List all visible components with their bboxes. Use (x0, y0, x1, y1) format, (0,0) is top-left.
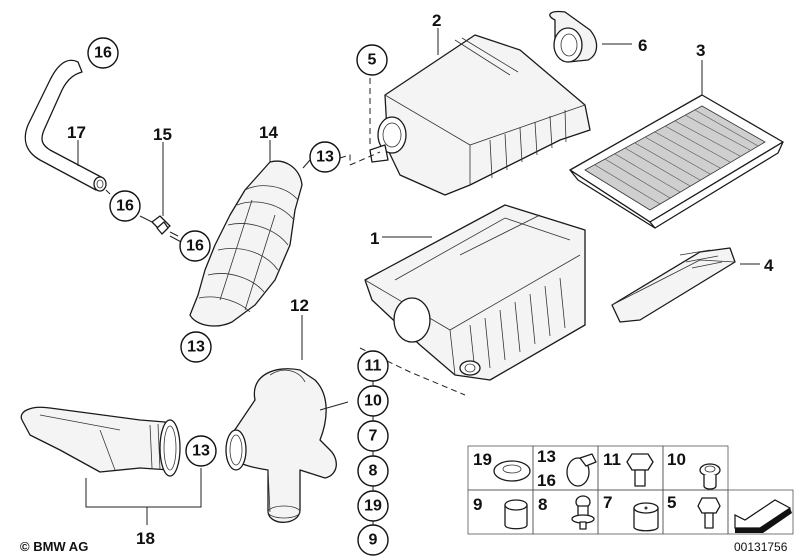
svg-text:14: 14 (259, 123, 278, 142)
svg-text:11: 11 (365, 358, 382, 375)
callout-stack-7[interactable]: 7 (357, 420, 389, 452)
part-3-air-filter-element[interactable] (569, 94, 784, 229)
callout-16-middle[interactable]: 16 (109, 190, 141, 222)
hardware-table: 19 13 16 11 10 9 (467, 445, 794, 535)
callout-12: 12 (290, 296, 309, 315)
hardware-cell-8-ball-stud[interactable]: 8 (538, 495, 595, 530)
svg-text:16: 16 (537, 471, 556, 490)
part-6-grommet[interactable] (549, 10, 598, 63)
svg-text:7: 7 (369, 428, 378, 445)
part-15-connector[interactable] (151, 215, 179, 237)
callout-stack-19[interactable]: 19 (357, 490, 389, 522)
part-18-intake-duct[interactable] (20, 406, 181, 477)
svg-text:9: 9 (473, 495, 482, 514)
svg-text:4: 4 (764, 256, 774, 275)
hardware-cell-11-flange-bolt[interactable]: 11 (603, 450, 654, 487)
part-4-cover[interactable] (611, 247, 736, 323)
document-number: 00131756 (734, 540, 788, 554)
svg-text:6: 6 (638, 36, 647, 55)
callout-5-circled[interactable]: 5 (356, 44, 388, 76)
svg-text:16: 16 (186, 238, 204, 255)
svg-text:8: 8 (369, 463, 378, 480)
svg-text:15: 15 (153, 125, 172, 144)
svg-text:3: 3 (696, 41, 705, 60)
callout-3: 3 (696, 41, 705, 60)
hardware-cell-5-hex-bolt[interactable]: 5 (667, 493, 721, 529)
svg-text:18: 18 (136, 529, 155, 548)
svg-text:10: 10 (667, 450, 686, 469)
callout-16-top[interactable]: 16 (87, 37, 119, 69)
callout-2: 2 (432, 11, 441, 30)
svg-text:7: 7 (603, 493, 612, 512)
svg-text:1: 1 (370, 229, 379, 248)
svg-text:5: 5 (667, 493, 676, 512)
callout-stack-8[interactable]: 8 (357, 455, 389, 487)
svg-text:16: 16 (94, 45, 112, 62)
callout-13-lower[interactable]: 13 (185, 435, 217, 467)
svg-text:11: 11 (603, 450, 621, 469)
hardware-cell-9-bushing[interactable]: 9 (473, 495, 528, 530)
leader-lines (77, 28, 760, 525)
callout-17: 17 (67, 123, 86, 142)
part-17-hose[interactable] (24, 59, 107, 192)
callout-13-middle[interactable]: 13 (180, 331, 212, 363)
callout-1: 1 (370, 229, 379, 248)
svg-text:19: 19 (473, 450, 492, 469)
svg-text:16: 16 (116, 198, 134, 215)
part-2-upper-housing[interactable] (369, 34, 591, 196)
svg-text:13: 13 (187, 339, 205, 356)
callout-stack-9[interactable]: 9 (357, 524, 389, 556)
svg-text:17: 17 (67, 123, 86, 142)
callout-16-lower[interactable]: 16 (179, 230, 211, 262)
svg-text:13: 13 (537, 447, 556, 466)
callout-6: 6 (638, 36, 647, 55)
copyright-text: © BMW AG (20, 539, 89, 554)
svg-text:19: 19 (364, 498, 382, 515)
hardware-cell-13-16-hose-clamp[interactable]: 13 16 (537, 447, 597, 490)
svg-text:9: 9 (369, 532, 378, 549)
callout-13-upper[interactable]: 13 (309, 141, 341, 173)
hardware-cell-7-rubber-mount[interactable]: 7 (603, 493, 659, 532)
part-14-intake-boot[interactable] (189, 160, 303, 327)
callout-stack-11[interactable]: 11 (357, 350, 389, 382)
part-1-lower-housing[interactable] (364, 204, 586, 381)
svg-text:13: 13 (192, 443, 210, 460)
callout-4: 4 (764, 256, 774, 275)
hardware-cell-19-washer[interactable]: 19 (473, 450, 531, 482)
callout-18: 18 (136, 529, 155, 548)
part-12-resonator-elbow[interactable] (225, 368, 349, 523)
svg-text:2: 2 (432, 11, 441, 30)
direction-arrow-icon (734, 499, 792, 533)
callout-stack-10[interactable]: 10 (357, 385, 389, 417)
svg-text:13: 13 (316, 149, 334, 166)
svg-text:5: 5 (368, 52, 377, 69)
svg-text:10: 10 (364, 393, 382, 410)
svg-text:8: 8 (538, 495, 547, 514)
callout-14: 14 (259, 123, 278, 142)
hardware-cell-10-grommet-sleeve[interactable]: 10 (667, 450, 721, 490)
callout-15: 15 (153, 125, 172, 144)
svg-text:12: 12 (290, 296, 309, 315)
